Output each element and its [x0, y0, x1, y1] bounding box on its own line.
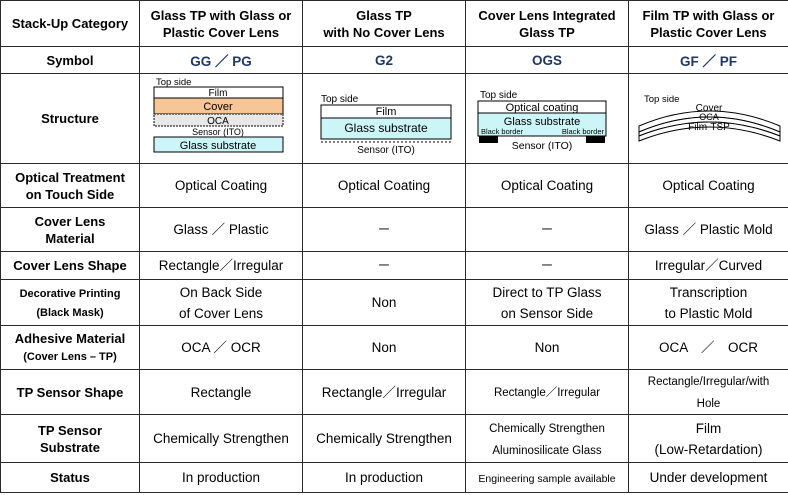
- g2-top-side-text: Top side: [321, 94, 359, 105]
- material-gf-value: Glass ／ Plastic Mold: [628, 207, 788, 252]
- adhesive-row: Adhesive Material(Cover Lens – TP) OCA ／…: [0, 325, 788, 370]
- shape-row: Cover Lens Shape Rectangle／Irregular － －…: [0, 251, 788, 280]
- g2-film-text: Film: [376, 106, 397, 118]
- ogs-border-left-text: Black border: [481, 127, 524, 136]
- shape-ogs-value: －: [465, 251, 629, 280]
- gf-film-layer: [638, 121, 781, 142]
- optical-gg-value: Optical Coating: [139, 163, 303, 208]
- gg-glass-text: Glass substrate: [180, 140, 256, 152]
- symbol-ogs: OGS: [465, 46, 629, 74]
- substrate-g2-value: Chemically Strengthen: [302, 414, 466, 463]
- status-g2-value: In production: [302, 462, 466, 493]
- structure-g2-diagram: Top side Film Glass substrate Sensor (IT…: [302, 73, 466, 164]
- g2-stack-svg: Top side Film Glass substrate Sensor (IT…: [320, 94, 452, 156]
- shape-gg-value: Rectangle／Irregular: [139, 251, 303, 280]
- structure-gf-diagram: Top side Cover OCA Film-TSP: [628, 73, 788, 164]
- optical-ogs-value: Optical Coating: [465, 163, 629, 208]
- gg-top-side-text: Top side: [156, 77, 191, 88]
- adhesive-ogs-value: Non: [465, 325, 629, 370]
- symbol-gg-pg: GG ／ PG: [139, 46, 303, 74]
- gf-cover-text: Cover: [696, 103, 723, 114]
- gg-oca-text: OCA: [207, 116, 229, 127]
- sensor-shape-g2-value: Rectangle／Irregular: [302, 369, 466, 415]
- ogs-border-right-text: Black border: [562, 127, 605, 136]
- structure-gg-diagram: Top side Film Cover OCA Sensor (ITO) Gla…: [139, 73, 303, 164]
- substrate-gf-value: Film(Low-Retardation): [628, 414, 788, 463]
- symbol-gf-pf: GF ／ PF: [628, 46, 788, 74]
- shape-gf-value: Irregular／Curved: [628, 251, 788, 280]
- gf-stack-svg: Top side Cover OCA Film-TSP: [638, 94, 781, 142]
- gg-cover-text: Cover: [203, 101, 233, 113]
- gf-oca-text: OCA: [699, 112, 719, 122]
- optical-gf-value: Optical Coating: [628, 163, 788, 208]
- g2-glass-layer: [320, 117, 452, 140]
- gg-sensor-text: Sensor (ITO): [192, 127, 244, 137]
- ogs-glass-text: Glass substrate: [504, 116, 580, 128]
- status-ogs-value: Engineering sample available: [465, 462, 629, 493]
- gg-stack-svg: Top side Film Cover OCA Sensor (ITO) Gla…: [153, 77, 284, 153]
- gf-film-text: Film-TSP: [688, 122, 730, 133]
- adhesive-g2-value: Non: [302, 325, 466, 370]
- ogs-top-side-text: Top side: [480, 90, 518, 101]
- adhesive-label: Adhesive Material(Cover Lens – TP): [0, 325, 140, 370]
- ogs-sensor-text: Sensor (ITO): [512, 140, 573, 152]
- g2-sensor-text: Sensor (ITO): [357, 145, 415, 156]
- structure-label: Structure: [0, 73, 140, 164]
- gf-top-side-text: Top side: [644, 94, 679, 105]
- ogs-black-border-left: [479, 136, 498, 143]
- sensor-shape-ogs-value: Rectangle／Irregular: [465, 369, 629, 415]
- printing-row: Decorative Printing(Black Mask) On Back …: [0, 279, 788, 326]
- status-gf-value: Under development: [628, 462, 788, 493]
- printing-g2-value: Non: [302, 279, 466, 326]
- ogs-stack-svg: Top side Optical coating Glass substrate…: [477, 90, 607, 152]
- header-row: Stack-Up Category Glass TP with Glass or…: [0, 0, 788, 47]
- optical-g2-value: Optical Coating: [302, 163, 466, 208]
- gg-film-text: Film: [209, 88, 228, 99]
- symbol-label: Symbol: [0, 46, 140, 74]
- gg-oca-layer: [153, 113, 284, 127]
- status-row: Status In production In production Engin…: [0, 462, 788, 493]
- sensor-shape-row: TP Sensor Shape Rectangle Rectangle／Irre…: [0, 369, 788, 415]
- g2-glass-text: Glass substrate: [344, 121, 428, 135]
- structure-row: Structure Top side Film Cover OCA Sensor…: [0, 73, 788, 164]
- printing-label: Decorative Printing(Black Mask): [0, 279, 140, 326]
- gg-glass-layer: [153, 136, 284, 153]
- substrate-gg-value: Chemically Strengthen: [139, 414, 303, 463]
- status-gg-value: In production: [139, 462, 303, 493]
- adhesive-gg-value: OCA ／ OCR: [139, 325, 303, 370]
- adhesive-gf-value: OCA ／ OCR: [628, 325, 788, 370]
- sensor-shape-label: TP Sensor Shape: [0, 369, 140, 415]
- symbol-g2: G2: [302, 46, 466, 74]
- sensor-shape-gg-value: Rectangle: [139, 369, 303, 415]
- material-gg-value: Glass ／ Plastic: [139, 207, 303, 252]
- structure-ogs-diagram: Top side Optical coating Glass substrate…: [465, 73, 629, 164]
- status-label: Status: [0, 462, 140, 493]
- material-ogs-value: －: [465, 207, 629, 252]
- ogs-coating-text: Optical coating: [506, 102, 579, 114]
- header-category: Stack-Up Category: [0, 0, 140, 47]
- shape-label: Cover Lens Shape: [0, 251, 140, 280]
- symbol-row: Symbol GG ／ PG G2 OGS GF ／ PF: [0, 46, 788, 74]
- material-g2-value: －: [302, 207, 466, 252]
- ogs-black-border-right: [586, 136, 605, 143]
- shape-g2-value: －: [302, 251, 466, 280]
